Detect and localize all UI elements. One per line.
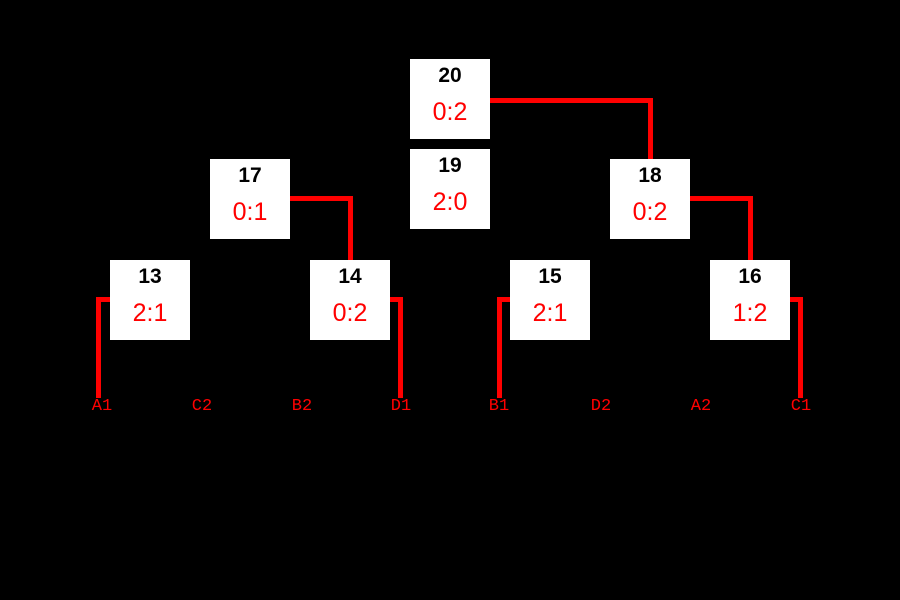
match-score: 0:2 [632, 198, 668, 226]
team-label-c1: C1 [790, 397, 812, 416]
match-number: 13 [138, 265, 162, 288]
team-label-d2: D2 [590, 397, 612, 416]
match-box-18: 18 0:2 [610, 159, 690, 239]
team-label-b1: B1 [488, 397, 510, 416]
team-label-b2: B2 [291, 397, 313, 416]
connector-sf-right-vertical [748, 196, 753, 262]
match-box-13: 13 2:1 [110, 260, 190, 340]
match-score: 0:2 [332, 299, 368, 327]
match-box-14: 14 0:2 [310, 260, 390, 340]
match-score: 2:1 [132, 299, 168, 327]
connector-m13-a1-horizontal [96, 297, 112, 302]
match-number: 14 [338, 265, 362, 288]
match-score: 0:1 [232, 198, 268, 226]
match-score: 0:2 [432, 98, 468, 126]
match-box-16: 16 1:2 [710, 260, 790, 340]
team-label-a1: A1 [91, 397, 113, 416]
connector-m13-a1-vertical [96, 297, 101, 398]
team-label-c2: C2 [191, 397, 213, 416]
match-number: 19 [438, 154, 462, 177]
connector-sf-right-horizontal [688, 196, 753, 201]
match-number: 16 [738, 265, 762, 288]
connector-m16-c1-horizontal [788, 297, 803, 302]
connector-m15-b1-horizontal [497, 297, 512, 302]
match-box-19: 19 2:0 [410, 149, 490, 229]
match-score: 2:1 [532, 299, 568, 327]
connector-sf-left-vertical [348, 196, 353, 262]
connector-final-horizontal [488, 98, 653, 103]
team-label-d1: D1 [390, 397, 412, 416]
match-box-15: 15 2:1 [510, 260, 590, 340]
connector-sf-left-horizontal [288, 196, 353, 201]
match-box-17: 17 0:1 [210, 159, 290, 239]
team-label-a2: A2 [690, 397, 712, 416]
match-number: 15 [538, 265, 562, 288]
match-score: 2:0 [432, 188, 468, 216]
match-box-20: 20 0:2 [410, 59, 490, 139]
connector-m15-b1-vertical [497, 297, 502, 398]
connector-m16-c1-vertical [798, 297, 803, 398]
match-number: 17 [238, 164, 262, 187]
connector-m14-d1-horizontal [388, 297, 403, 302]
match-score: 1:2 [732, 299, 768, 327]
match-number: 20 [438, 64, 462, 87]
connector-final-vertical [648, 98, 653, 162]
connector-m14-d1-vertical [398, 297, 403, 398]
match-number: 18 [638, 164, 662, 187]
